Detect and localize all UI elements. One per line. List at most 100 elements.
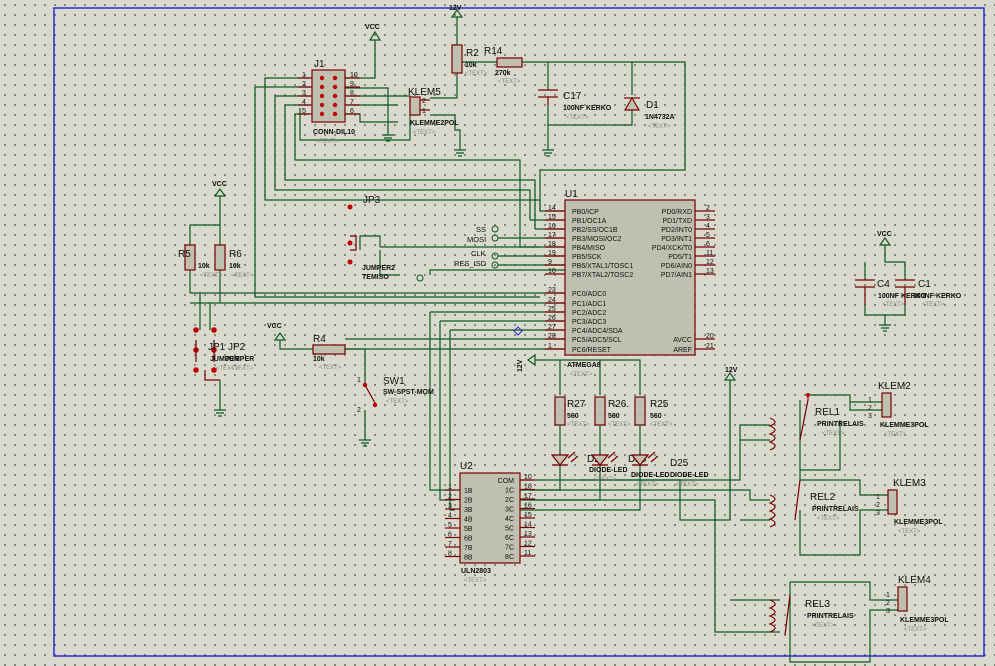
- svg-text:JUMPER: JUMPER: [225, 356, 254, 363]
- klem5-terminal[interactable]: 2 1 KLEM5 KLEMME2POL <TEXT>: [408, 87, 459, 136]
- klem2-terminal[interactable]: KLEM2 1 2 3 KLEMME3POL <TEXT>: [868, 381, 929, 438]
- u2-pin-name-3: 3B: [464, 507, 473, 514]
- c4-capacitor[interactable]: C4 100NF KERKO <TEXT>: [855, 279, 927, 308]
- net-res-isd: RES_ISD: [454, 259, 487, 268]
- ground-symbol-jp: [214, 409, 226, 417]
- net-temiso: TEMISO: [362, 274, 389, 281]
- v12-symbol-relay: 12V: [723, 367, 738, 381]
- svg-text:2: 2: [868, 405, 872, 412]
- u1-pin-num-20: 20: [706, 333, 714, 340]
- u1-pin-name-2: PD0/RXD: [662, 209, 692, 216]
- svg-text:KLEM4: KLEM4: [898, 575, 931, 586]
- net-clk: CLK: [471, 249, 486, 258]
- vcc-symbol-j1: VCC: [365, 24, 382, 41]
- u2-pin-num-5: 5: [448, 522, 452, 529]
- svg-text:<TEXT>: <TEXT>: [200, 273, 223, 279]
- vcc-symbol-r6: VCC: [212, 181, 227, 197]
- r5-resistor[interactable]: R5 10k <TEXT>: [178, 244, 223, 279]
- svg-text:JUMPER: JUMPER: [210, 356, 239, 363]
- u1-microcontroller[interactable]: U1 ATMEGA8 <TEXT> 14PB0/ICP15PB1/OC1A16P…: [545, 189, 715, 378]
- u1-pin-name-21: AREF: [673, 347, 692, 354]
- svg-text:<TEXT>: <TEXT>: [594, 477, 617, 483]
- r26-resistor[interactable]: R26. 560 <TEXT>: [594, 396, 631, 428]
- svg-text:100NF KERKO: 100NF KERKO: [878, 293, 927, 300]
- j1-pin-num-8: 8: [350, 90, 354, 97]
- d27-led[interactable]: D27 DIODE-LED <TEXT>: [550, 451, 628, 483]
- net-mosi: MOSI: [467, 235, 486, 244]
- u1-pin-name-28: PC5/ADC5/SCL: [572, 337, 622, 344]
- svg-text:KLEM3: KLEM3: [893, 478, 926, 489]
- u2-ref: U2: [460, 461, 473, 472]
- c1-capacitor[interactable]: C1 100NF KERKO <TEXT>: [895, 279, 962, 308]
- u2-pin-num-3: 3: [448, 503, 452, 510]
- u1-pin-name-3: PD1/TXD: [662, 218, 692, 225]
- c17-capacitor[interactable]: C17 100NF KERKO <TEXT>: [538, 89, 612, 121]
- u1-pin-num-17: 17: [548, 232, 556, 239]
- ground-symbol-j1: [382, 134, 394, 142]
- svg-text:1: 1: [357, 377, 361, 384]
- u2-pin-name-11: 8C: [505, 554, 514, 561]
- u1-pin-num-19: 19: [548, 250, 556, 257]
- r2-resistor[interactable]: R2 10k <TEXT>: [451, 44, 488, 77]
- sw1-switch[interactable]: SW1 SW-SPST-MOM <TEXT> 1 2: [357, 376, 434, 414]
- jp3-jumper[interactable]: JP3 JUMPER2: [347, 195, 396, 272]
- u1-pin-name-1: PC6/RESET: [572, 347, 612, 354]
- svg-text:R4: R4: [313, 334, 326, 345]
- svg-text:100NF KERKO: 100NF KERKO: [913, 293, 962, 300]
- svg-text:R2: R2: [466, 48, 479, 59]
- u2-pin-num-1: 1: [448, 484, 452, 491]
- j1-pin-num-4: 4: [302, 99, 306, 106]
- u2-pin-name-4: 4B: [464, 517, 473, 524]
- u2-pin-num-8: 8: [448, 551, 452, 558]
- svg-text:D1: D1: [646, 100, 659, 111]
- r4-resistor[interactable]: R4 10k <TEXT>: [312, 334, 346, 371]
- svg-text:3: 3: [868, 413, 872, 420]
- svg-text:<TEXT>: <TEXT>: [231, 273, 254, 279]
- svg-text:REL3: REL3: [805, 599, 830, 610]
- r25-resistor[interactable]: R25 560 <TEXT>: [634, 396, 673, 428]
- sheet-frame: [53, 7, 985, 657]
- u2-pin-num-10: 10: [524, 474, 532, 481]
- svg-text:PRINTRELAIS: PRINTRELAIS: [807, 613, 854, 620]
- u1-left-pins: 14PB0/ICP15PB1/OC1A16PB2/SS/OC1B17PB3/MO…: [545, 205, 633, 354]
- d1-zener-diode[interactable]: D1 1N4732A <TEXT>: [623, 96, 675, 130]
- svg-text:<TEXT>: <TEXT>: [386, 399, 409, 405]
- r14-resistor[interactable]: R14 270k <TEXT>: [484, 46, 523, 85]
- svg-text:10k: 10k: [313, 356, 325, 363]
- u2-pin-name-17: 2C: [505, 497, 514, 504]
- svg-text:<TEXT>: <TEXT>: [319, 365, 342, 371]
- u1-pin-name-14: PB0/ICP: [572, 209, 599, 216]
- u1-pin-name-4: PD2/INT0: [661, 227, 692, 234]
- svg-text:<TEXT>: <TEXT>: [817, 516, 840, 522]
- u1-value: ATMEGA8: [567, 362, 601, 369]
- d25-led[interactable]: D25 DIODE-LED <TEXT>: [630, 451, 709, 488]
- u1-pin-num-2: 2: [706, 205, 710, 212]
- svg-text:DIODE-LED: DIODE-LED: [631, 472, 670, 479]
- vcc-symbol-r4: VCC: [267, 323, 287, 341]
- r27-resistor[interactable]: R27 560 <TEXT>: [554, 396, 590, 428]
- u2-driver[interactable]: U2 ULN2803 <TEXT> 11B22B33B44B55B66B77B8…: [445, 461, 535, 584]
- u1-right-pins: 2PD0/RXD3PD1/TXD4PD2/INT05PD3/INT16PD4/X…: [652, 205, 715, 354]
- u1-pin-num-14: 14: [548, 205, 556, 212]
- u2-pin-num-17: 17: [524, 493, 532, 500]
- j1-pin-num-3: 3: [302, 90, 306, 97]
- rel3-relay[interactable]: REL3 PRINTRELAIS <TEXT>: [768, 594, 854, 636]
- svg-text:JUMPER2: JUMPER2: [362, 265, 395, 272]
- u2-text: <TEXT>: [464, 578, 487, 584]
- klem4-terminal[interactable]: KLEM4 1 2 3 KLEMME3POL <TEXT>: [886, 575, 949, 633]
- j1-value: CONN-DIL10: [313, 129, 355, 136]
- svg-text:DIODE-LED: DIODE-LED: [589, 467, 628, 474]
- u2-pin-num-11: 11: [524, 550, 531, 557]
- klem3-terminal[interactable]: KLEM3 1 2 3 KLEMME3POL <TEXT>: [876, 478, 943, 535]
- r6-resistor[interactable]: R6 10k <TEXT>: [214, 244, 254, 279]
- jp1-jp2-jumpers[interactable]: JP1 JP2 JUMPER JUMPER <TEXT> <TEXT>: [193, 327, 254, 381]
- rel2-relay[interactable]: REL2 PRINTRELAIS <TEXT>: [768, 479, 859, 528]
- svg-text:<TEXT>: <TEXT>: [922, 302, 945, 308]
- svg-text:DIODE-LED: DIODE-LED: [670, 472, 709, 479]
- u1-pin-num-26: 26: [548, 315, 556, 322]
- v12-label-led: 12V: [517, 359, 524, 372]
- rel1-relay[interactable]: REL1 PRINTRELAIS <TEXT>: [768, 393, 864, 451]
